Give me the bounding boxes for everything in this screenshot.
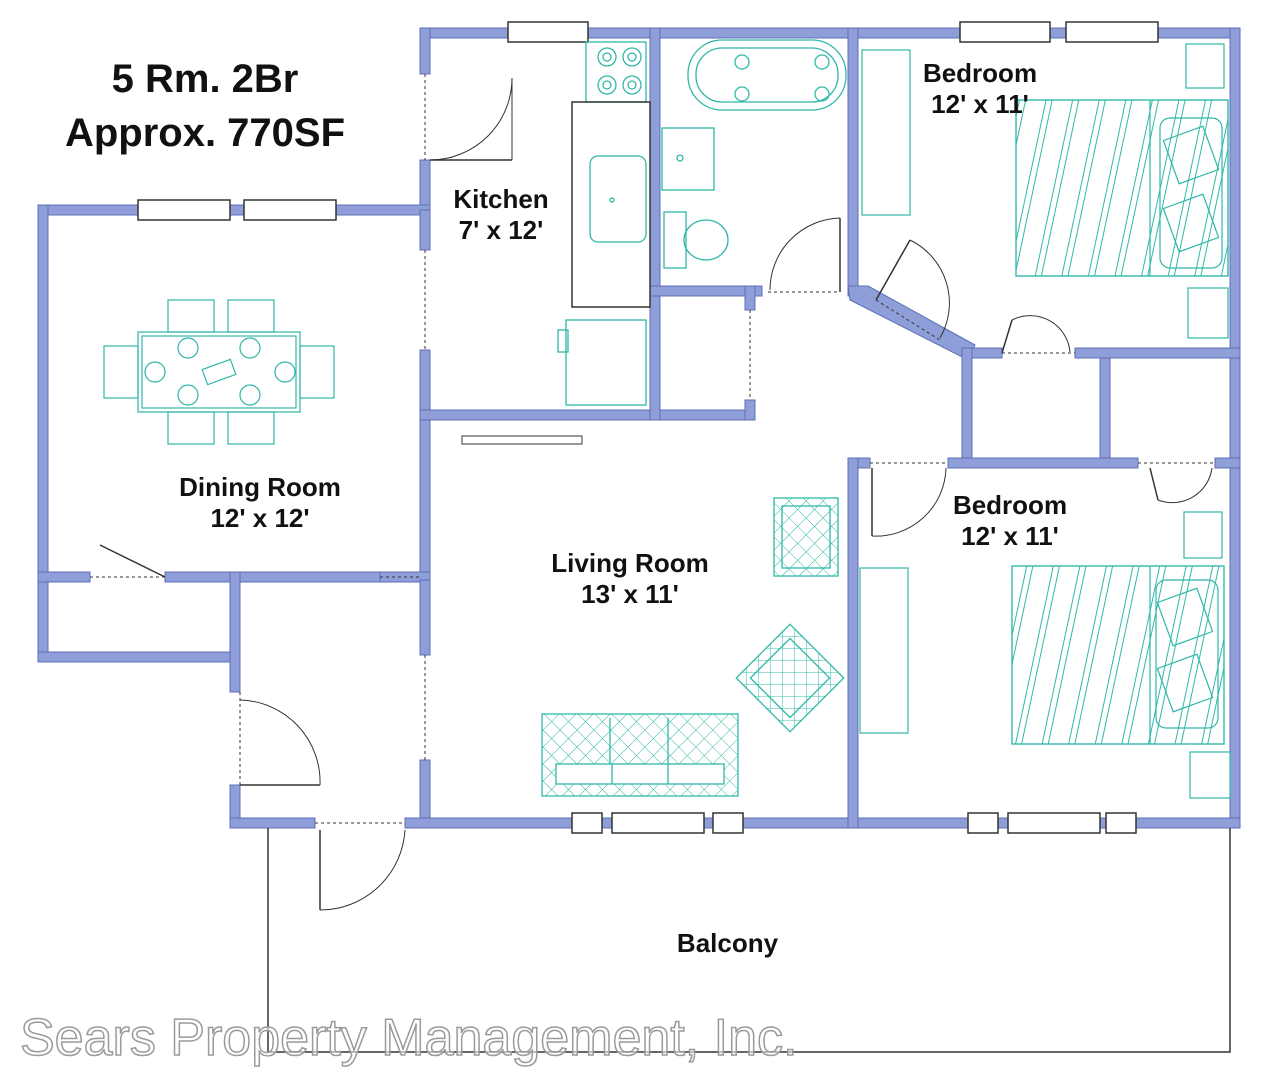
room-size: 7' x 12' bbox=[458, 215, 544, 246]
plan-title-area: Approx. 770SF bbox=[64, 111, 346, 155]
room-name: Bedroom bbox=[922, 58, 1038, 88]
room-label-bedroom-2: Bedroom 12' x 11' bbox=[930, 490, 1090, 552]
windows bbox=[137, 21, 1159, 834]
plan-title: 5 Rm. 2Br Approx. 770SF bbox=[40, 52, 370, 160]
kitchen-fixtures bbox=[557, 41, 647, 406]
room-label-kitchen: Kitchen 7' x 12' bbox=[436, 184, 566, 246]
room-name: Dining Room bbox=[179, 472, 341, 502]
bath-fixtures bbox=[661, 39, 847, 269]
room-label-dining: Dining Room 12' x 12' bbox=[150, 472, 370, 534]
plan-title-rooms: 5 Rm. 2Br bbox=[111, 57, 299, 101]
room-label-living: Living Room 13' x 11' bbox=[525, 548, 735, 610]
doors bbox=[90, 74, 1215, 911]
room-size: 13' x 11' bbox=[581, 579, 679, 610]
bedroom1-furniture bbox=[861, 43, 1229, 339]
walls bbox=[37, 27, 1241, 829]
dining-table bbox=[103, 299, 335, 445]
room-size: 12' x 12' bbox=[210, 503, 310, 534]
room-label-bedroom-1: Bedroom 12' x 11' bbox=[900, 58, 1060, 120]
living-furniture bbox=[461, 435, 845, 797]
room-label-balcony: Balcony bbox=[640, 928, 815, 959]
bedroom2-furniture bbox=[859, 511, 1231, 799]
balcony-outline bbox=[267, 828, 1231, 1053]
room-name: Bedroom bbox=[952, 490, 1068, 520]
watermark: Sears Property Management, Inc. bbox=[19, 1008, 798, 1068]
kitchen-counter bbox=[571, 101, 651, 308]
room-name: Balcony bbox=[676, 928, 779, 958]
room-name: Living Room bbox=[551, 548, 709, 578]
room-name: Kitchen bbox=[453, 184, 549, 214]
room-size: 12' x 11' bbox=[961, 521, 1059, 552]
room-size: 12' x 11' bbox=[931, 89, 1029, 120]
